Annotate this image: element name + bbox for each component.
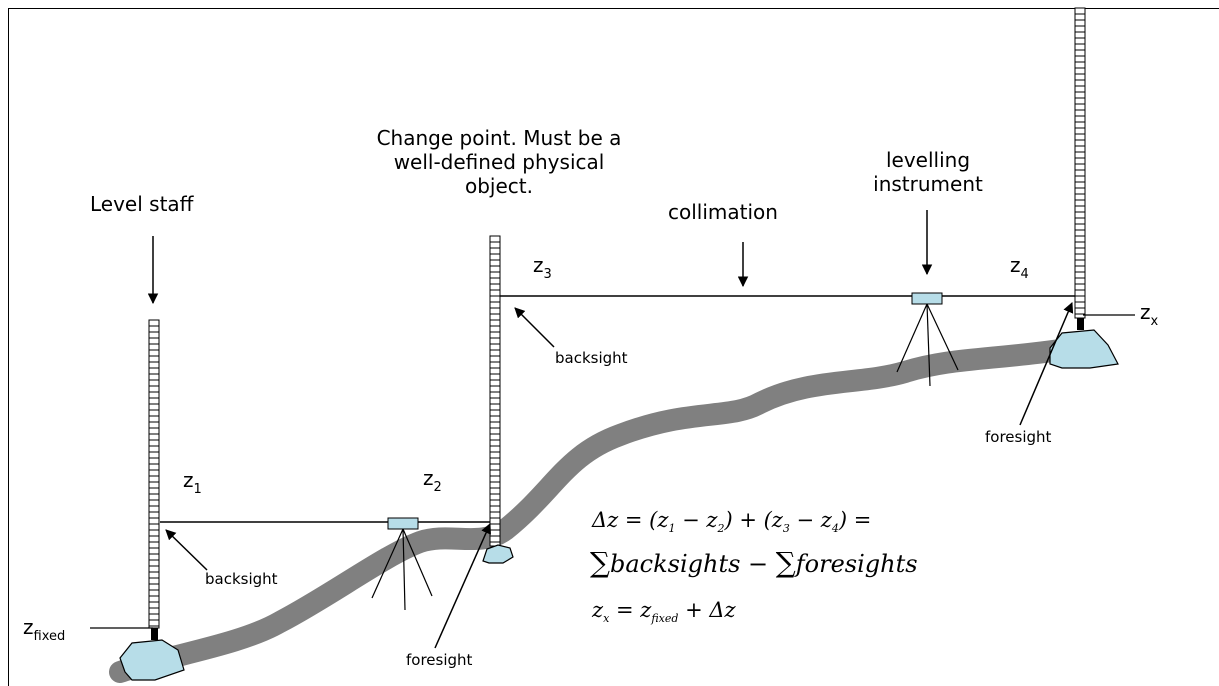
z3-label: z3 xyxy=(533,253,552,282)
levelling-instrument-2 xyxy=(896,292,959,387)
change-point-line-1: Change point. Must be a xyxy=(376,126,622,150)
rock-fixed xyxy=(119,639,185,681)
level-staff-3 xyxy=(1074,7,1086,319)
arrow-foresight-1 xyxy=(434,523,491,649)
foresight-label-1: foresight xyxy=(406,651,473,669)
z2-label: z2 xyxy=(423,466,442,495)
change-point-label: Change point. Must be a well-defined phy… xyxy=(340,126,658,198)
backsight-label-2: backsight xyxy=(555,349,628,367)
z4-label: z4 xyxy=(1010,253,1029,282)
z1-label: z1 xyxy=(183,468,202,497)
frame-border xyxy=(8,8,1219,686)
rock-target xyxy=(1049,329,1119,369)
zfixed-label: zfixed xyxy=(23,615,66,644)
formula-line-1: Δz = (z1 − z2) + (z3 − z4) = xyxy=(592,508,872,535)
change-point-line-3: object. xyxy=(465,174,533,198)
formula-line-2: ∑backsights − ∑foresights xyxy=(590,546,918,579)
change-point-line-2: well-defined physical xyxy=(393,150,605,174)
arrow-backsight-2 xyxy=(514,307,555,348)
zx-label: zx xyxy=(1140,300,1159,329)
ground-profile xyxy=(109,339,1071,683)
staff-foot-1 xyxy=(151,628,158,640)
collimation-label: collimation xyxy=(668,200,778,224)
arrow-backsight-1 xyxy=(165,529,208,571)
level-staff-1 xyxy=(148,319,160,629)
backsight-label-1: backsight xyxy=(205,570,278,588)
rock-change-point xyxy=(482,544,514,564)
levelling-line-1: levelling xyxy=(885,148,971,172)
levelling-instrument-label: levelling instrument xyxy=(850,148,1006,196)
foresight-label-2: foresight xyxy=(985,428,1052,446)
levelling-instrument-1 xyxy=(371,517,433,611)
staff-foot-3 xyxy=(1077,318,1084,330)
levelling-line-2: instrument xyxy=(873,172,983,196)
arrow-foresight-2 xyxy=(1019,302,1074,426)
formula-line-3: zx = zfixed + Δz xyxy=(592,598,736,625)
level-staff-2 xyxy=(489,235,501,547)
level-staff-label: Level staff xyxy=(90,192,194,216)
